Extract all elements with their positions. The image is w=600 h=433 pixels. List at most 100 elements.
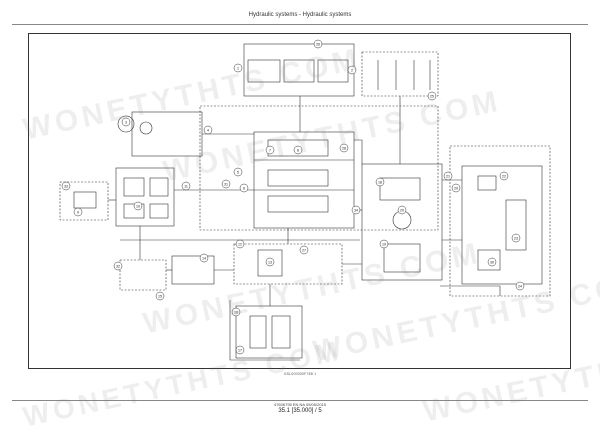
callout-label: 18 bbox=[378, 180, 382, 184]
filter bbox=[383, 243, 421, 273]
callout-30: 30 bbox=[487, 257, 497, 267]
callout-27: 27 bbox=[299, 245, 309, 255]
callout-label: 4 bbox=[207, 128, 209, 132]
callout-label: 25 bbox=[430, 94, 434, 98]
callout-label: 5 bbox=[237, 170, 239, 174]
accumulator-group bbox=[119, 259, 167, 291]
callout-label: 12 bbox=[238, 242, 242, 246]
callout-34: 34 bbox=[351, 205, 361, 215]
callout-1: 1 bbox=[233, 63, 243, 73]
callout-label: 10 bbox=[136, 204, 140, 208]
callout-label: 9 bbox=[77, 210, 79, 214]
callout-label: 26 bbox=[316, 42, 320, 46]
callout-32: 32 bbox=[113, 261, 123, 271]
callout-label: 19 bbox=[382, 242, 386, 246]
valve-section bbox=[267, 195, 329, 213]
brake-valve bbox=[59, 181, 109, 221]
main-valve-bank bbox=[253, 131, 355, 229]
auxiliary-valve bbox=[171, 255, 215, 285]
callout-8: 8 bbox=[293, 145, 303, 155]
callout-label: 21 bbox=[446, 174, 450, 178]
hitch-control-group bbox=[233, 243, 343, 285]
rear-valve-group bbox=[449, 145, 551, 297]
callout-25: 25 bbox=[427, 91, 437, 101]
remote-spool bbox=[505, 199, 527, 251]
callout-22: 22 bbox=[499, 171, 509, 181]
callout-label: 34 bbox=[354, 208, 358, 212]
callout-15: 15 bbox=[155, 291, 165, 301]
valve-section bbox=[267, 169, 329, 187]
callout-label: 33 bbox=[64, 184, 68, 188]
callout-label: 27 bbox=[302, 248, 306, 252]
callout-label: 15 bbox=[158, 294, 162, 298]
callout-label: 6 bbox=[243, 186, 245, 190]
callout-label: 24 bbox=[518, 284, 522, 288]
callout-14: 14 bbox=[199, 253, 209, 263]
callout-6: 6 bbox=[239, 183, 249, 193]
hydraulic-tank bbox=[235, 305, 303, 359]
callout-label: 22 bbox=[502, 174, 506, 178]
callout-17: 17 bbox=[235, 345, 245, 355]
page-number: 35.1 [35.000] / 5 bbox=[278, 408, 322, 414]
footer-divider bbox=[12, 400, 588, 401]
callout-label: 11 bbox=[184, 184, 188, 188]
control-valve-block bbox=[243, 43, 355, 97]
valve-spool bbox=[247, 59, 281, 83]
callout-label: 2 bbox=[351, 68, 353, 72]
callout-19: 19 bbox=[379, 239, 389, 249]
valve-area bbox=[199, 105, 439, 231]
page-title: Hydraulic systems - Hydraulic systems bbox=[248, 12, 352, 18]
callout-label: 28 bbox=[342, 146, 346, 150]
callout-2: 2 bbox=[347, 65, 357, 75]
callout-label: 13 bbox=[268, 260, 272, 264]
callout-label: 1 bbox=[237, 66, 239, 70]
callout-29: 29 bbox=[451, 183, 461, 193]
transmission-valve bbox=[361, 163, 443, 281]
callout-label: 20 bbox=[400, 208, 404, 212]
drawing-code: GSL000000F788 1 bbox=[283, 372, 317, 376]
callout-3: 3 bbox=[121, 117, 131, 127]
callout-10: 10 bbox=[133, 201, 143, 211]
document-number: 47606795 EN NA 05/05/2015 bbox=[273, 402, 327, 407]
hitch-valve bbox=[257, 249, 283, 277]
callout-label: 14 bbox=[202, 256, 206, 260]
remote-valve-stack bbox=[461, 165, 543, 285]
diagram-frame bbox=[28, 33, 571, 369]
callout-31: 31 bbox=[221, 179, 231, 189]
callout-label: 8 bbox=[297, 148, 299, 152]
header-divider bbox=[12, 24, 588, 25]
pump-group bbox=[131, 111, 203, 157]
callout-7: 7 bbox=[265, 145, 275, 155]
valve-spool bbox=[283, 59, 315, 83]
callout-label: 31 bbox=[224, 182, 228, 186]
pump-symbol bbox=[117, 115, 135, 133]
callout-label: 17 bbox=[238, 348, 242, 352]
valve-spool bbox=[317, 59, 349, 83]
callout-33: 33 bbox=[61, 181, 71, 191]
callout-label: 30 bbox=[490, 260, 494, 264]
callout-18: 18 bbox=[375, 177, 385, 187]
callout-20: 20 bbox=[397, 205, 407, 215]
callout-label: 23 bbox=[514, 236, 518, 240]
callout-label: 16 bbox=[234, 310, 238, 314]
callout-label: 32 bbox=[116, 264, 120, 268]
callout-11: 11 bbox=[181, 181, 191, 191]
callout-4: 4 bbox=[203, 125, 213, 135]
callout-23: 23 bbox=[511, 233, 521, 243]
callout-16: 16 bbox=[231, 307, 241, 317]
callout-28: 28 bbox=[339, 143, 349, 153]
motor-symbol bbox=[139, 121, 153, 135]
callout-12: 12 bbox=[235, 239, 245, 249]
callout-13: 13 bbox=[265, 257, 275, 267]
callout-label: 7 bbox=[269, 148, 271, 152]
callout-21: 21 bbox=[443, 171, 453, 181]
steering-valve bbox=[115, 167, 175, 227]
callout-5: 5 bbox=[233, 167, 243, 177]
callout-26: 26 bbox=[313, 39, 323, 49]
callout-24: 24 bbox=[515, 281, 525, 291]
callout-label: 29 bbox=[454, 186, 458, 190]
callout-9: 9 bbox=[73, 207, 83, 217]
pilot-valve-group bbox=[361, 51, 439, 97]
callout-label: 3 bbox=[125, 120, 127, 124]
